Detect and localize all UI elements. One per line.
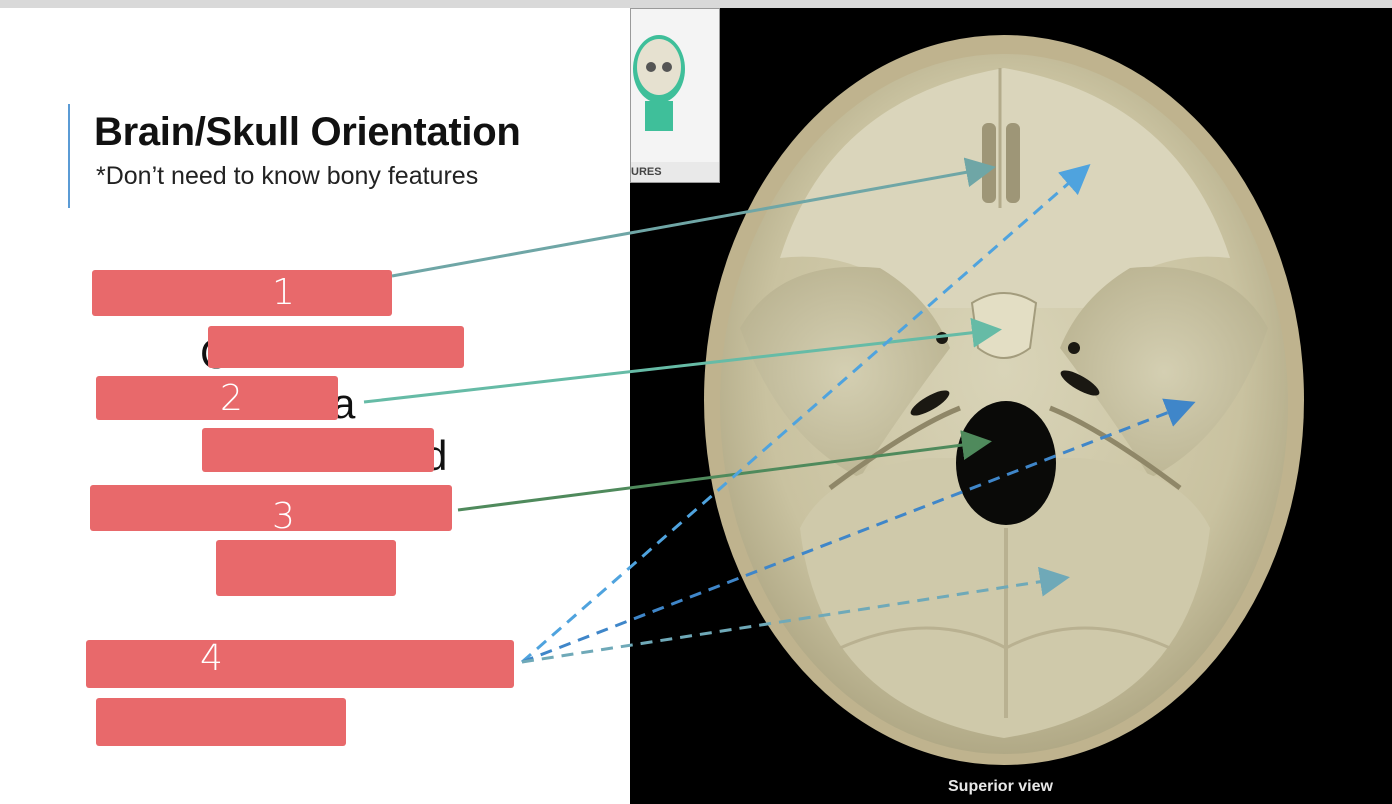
- redaction-bar-1b: [208, 326, 464, 368]
- arrow-4c: [521, 566, 1070, 664]
- arrow-3: [457, 430, 992, 512]
- thumbnail-inset: URES: [630, 8, 720, 183]
- skull-photo: [630, 8, 1392, 804]
- redaction-bar-2: [96, 376, 338, 420]
- thumbnail-label: URES: [631, 166, 662, 178]
- skull-thumbnail-image: [631, 9, 719, 162]
- figure-caption: Superior view: [948, 778, 1053, 795]
- redaction-bar-3b: [216, 540, 396, 596]
- label-number-4: 4: [200, 638, 223, 679]
- redaction-bar-2b: [202, 428, 434, 472]
- label-number-2: 2: [220, 378, 243, 419]
- redaction-bar-4b: [96, 698, 346, 746]
- arrow-2: [363, 317, 1002, 404]
- label-number-3: 3: [272, 496, 295, 537]
- skull-base-illustration: [704, 35, 1304, 765]
- redaction-bar-1: [92, 270, 392, 316]
- slide-subtitle: *Don’t need to know bony features: [96, 162, 479, 190]
- title-accent-bar: [68, 104, 70, 208]
- skull-thumbnail-icon: [631, 9, 719, 162]
- redaction-bar-4: [86, 640, 514, 688]
- slide-title: Brain/Skull Orientation: [94, 110, 521, 154]
- window-top-bar: [0, 0, 1392, 8]
- redaction-bar-3: [90, 485, 452, 531]
- arrow-1: [391, 157, 996, 278]
- arrow-4b: [521, 398, 1196, 664]
- label-number-1: 1: [272, 272, 295, 313]
- arrow-4a: [521, 164, 1091, 664]
